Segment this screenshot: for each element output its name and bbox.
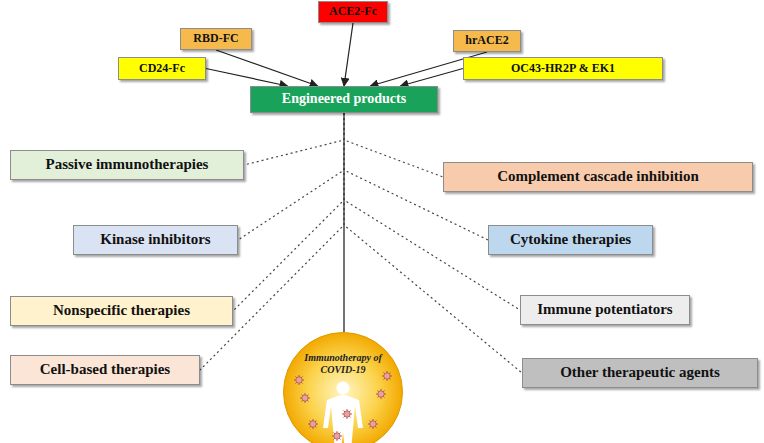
person-body (323, 395, 363, 443)
virus-symbol (300, 393, 310, 403)
circle-outline (284, 333, 403, 443)
box-label: Nonspecific therapies (53, 302, 190, 319)
virus-symbol (308, 419, 318, 429)
category-box: Nonspecific therapies (10, 296, 233, 326)
box-label: RBD-FC (193, 32, 238, 46)
virus-symbol (376, 389, 386, 399)
product-box: OC43-HR2P & EK1 (463, 57, 663, 80)
box-label: Other therapeutic agents (560, 364, 720, 381)
box-label: Cytokine therapies (510, 231, 631, 248)
box-label: OC43-HR2P & EK1 (511, 62, 615, 76)
box-label: hrACE2 (465, 34, 508, 48)
box-label: CD24-Fc (139, 62, 185, 76)
virus-symbol (294, 375, 304, 385)
box-label: Immune potentiators (537, 301, 672, 318)
product-box: RBD-FC (180, 28, 252, 50)
category-box: Kinase inhibitors (73, 225, 238, 255)
person-head (337, 382, 350, 395)
category-box: Passive immunotherapies (10, 150, 244, 180)
category-box: Immune potentiators (520, 295, 690, 325)
body-circle: Immunotherapy of COVID-19 (283, 332, 403, 443)
box-label: Complement cascade inhibition (497, 168, 699, 185)
box-label: Kinase inhibitors (100, 231, 210, 248)
hub-box: Engineered products (250, 86, 438, 113)
dotted-branch (344, 113, 520, 310)
product-box: hrACE2 (453, 30, 521, 52)
arrow-connector (206, 69, 288, 87)
category-box: Other therapeutic agents (522, 358, 758, 388)
circle-title: Immunotherapy of COVID-19 (297, 352, 389, 376)
virus-symbol (368, 419, 378, 429)
arrow-connector (344, 23, 353, 86)
body-illustration (283, 332, 403, 443)
virus-symbol (332, 431, 342, 441)
box-label: ACE2-Fc (329, 5, 377, 19)
arrow-connector (400, 69, 463, 87)
category-box: Complement cascade inhibition (443, 162, 753, 192)
box-label: Passive immunotherapies (46, 156, 209, 173)
box-label: Engineered products (282, 91, 406, 107)
dotted-branch (238, 113, 344, 240)
virus-symbol (342, 409, 352, 419)
virus-symbol (382, 371, 392, 381)
box-label: Cell-based therapies (40, 361, 170, 378)
product-box: CD24-Fc (118, 57, 206, 80)
dotted-branch (244, 113, 344, 165)
arrow-connector (216, 50, 318, 86)
category-box: Cytokine therapies (488, 225, 653, 255)
category-box: Cell-based therapies (10, 355, 200, 385)
dotted-branch (343, 113, 345, 332)
dotted-branch (344, 113, 443, 177)
product-box: ACE2-Fc (318, 1, 388, 23)
